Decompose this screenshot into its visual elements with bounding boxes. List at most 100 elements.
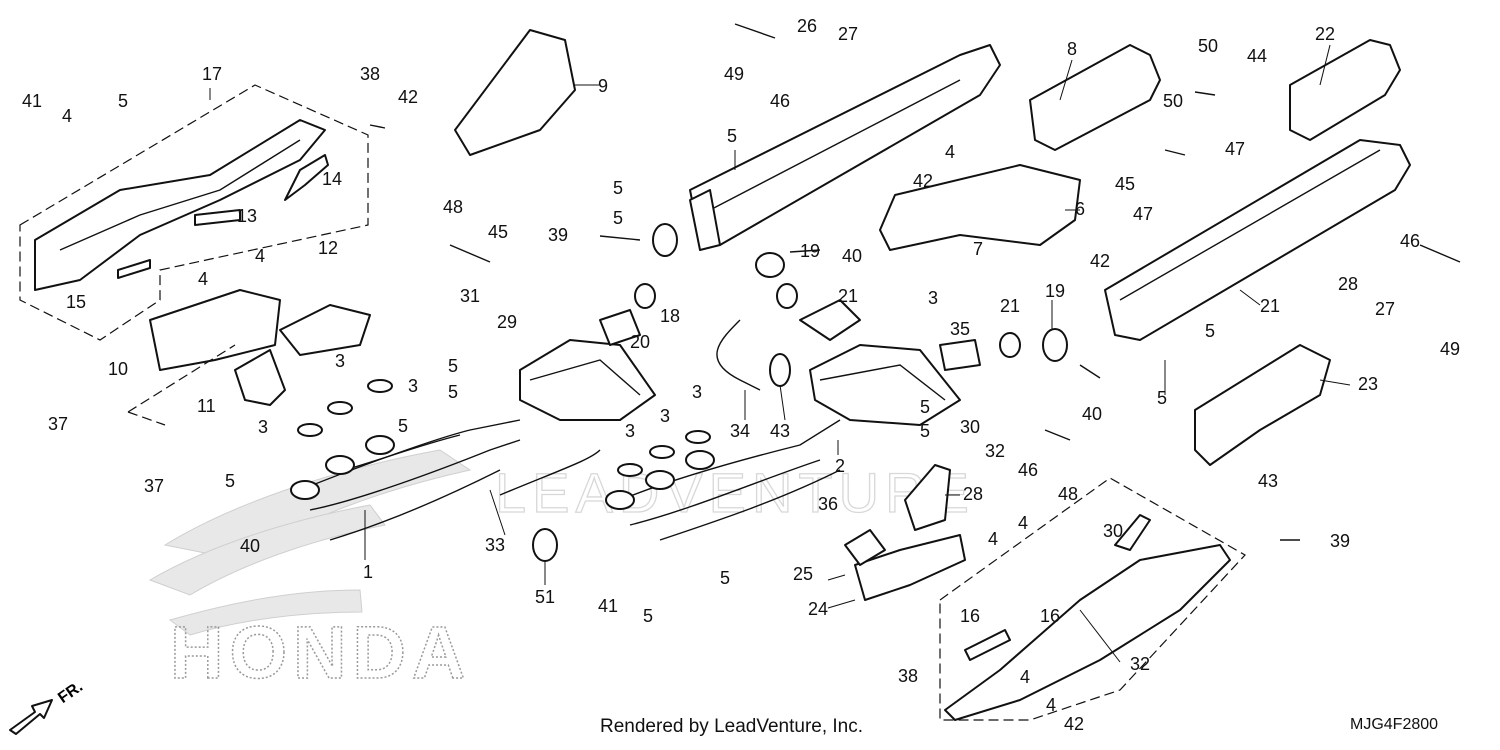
callout-label: 4 xyxy=(1046,695,1056,715)
callout-label: 46 xyxy=(1400,231,1420,251)
callout-label: 4 xyxy=(1020,667,1030,687)
callout-label: 7 xyxy=(973,239,983,259)
callout-label: 5 xyxy=(920,421,930,441)
callout-label: 5 xyxy=(1205,321,1215,341)
callout-label: 3 xyxy=(928,288,938,308)
callout-label: 37 xyxy=(48,414,68,434)
callout-label: 40 xyxy=(1082,404,1102,424)
callout-labels: 1 2 3 3 3 3 3 3 3 4 4 4 4 4 4 4 4 5 5 5 … xyxy=(22,16,1460,734)
callout-label: 49 xyxy=(724,64,744,84)
callout-label: 23 xyxy=(1358,374,1378,394)
callout-label: 29 xyxy=(497,312,517,332)
callout-label: 21 xyxy=(838,286,858,306)
callout-label: 5 xyxy=(225,471,235,491)
callout-label: 17 xyxy=(202,64,222,84)
honda-watermark-text: HONDA xyxy=(170,611,471,694)
callout-label: 38 xyxy=(360,64,380,84)
callout-label: 10 xyxy=(108,359,128,379)
callout-label: 4 xyxy=(198,269,208,289)
callout-label: 50 xyxy=(1198,36,1218,56)
callout-label: 49 xyxy=(1440,339,1460,359)
callout-label: 37 xyxy=(144,476,164,496)
callout-label: 45 xyxy=(1115,174,1135,194)
callout-label: 47 xyxy=(1133,204,1153,224)
callout-label: 47 xyxy=(1225,139,1245,159)
callout-label: 12 xyxy=(318,238,338,258)
callout-label: 11 xyxy=(197,396,216,416)
callout-label: 30 xyxy=(960,417,980,437)
callout-label: 21 xyxy=(1000,296,1020,316)
callout-label: 39 xyxy=(1330,531,1350,551)
leader-lines xyxy=(209,44,1351,663)
callout-label: 32 xyxy=(1130,654,1150,674)
callout-label: 44 xyxy=(1247,46,1267,66)
callout-label: 46 xyxy=(770,91,790,111)
callout-label: 5 xyxy=(720,568,730,588)
callout-label: 4 xyxy=(945,142,955,162)
callout-label: 48 xyxy=(1058,484,1078,504)
callout-label: 16 xyxy=(960,606,980,626)
callout-label: 9 xyxy=(598,76,608,96)
callout-label: 34 xyxy=(730,421,750,441)
callout-label: 42 xyxy=(398,87,418,107)
callout-label: 46 xyxy=(1018,460,1038,480)
diagram-code: MJG4F2800 xyxy=(1350,716,1439,733)
callout-label: 43 xyxy=(770,421,790,441)
callout-label: 4 xyxy=(255,246,265,266)
callout-label: 45 xyxy=(488,222,508,242)
callout-label: 25 xyxy=(793,564,813,584)
callout-label: 27 xyxy=(1375,299,1395,319)
callout-label: 18 xyxy=(660,306,680,326)
callout-label: 28 xyxy=(963,484,983,504)
callout-label: 42 xyxy=(913,171,933,191)
callout-label: 4 xyxy=(1018,513,1028,533)
callout-label: 33 xyxy=(485,535,505,555)
callout-label: 4 xyxy=(62,106,72,126)
callout-label: 3 xyxy=(335,351,345,371)
callout-label: 48 xyxy=(443,197,463,217)
callout-label: 3 xyxy=(258,417,268,437)
callout-label: 5 xyxy=(727,126,737,146)
callout-label: 26 xyxy=(797,16,817,36)
callout-label: 38 xyxy=(898,666,918,686)
callout-label: 22 xyxy=(1315,24,1335,44)
callout-label: 3 xyxy=(660,406,670,426)
callout-label: 30 xyxy=(1103,521,1123,541)
callout-label: 8 xyxy=(1067,39,1077,59)
honda-wing-watermark xyxy=(148,449,472,636)
callout-label: 31 xyxy=(460,286,480,306)
callout-label: 5 xyxy=(448,382,458,402)
callout-label: 19 xyxy=(800,241,820,261)
callout-label: 5 xyxy=(118,91,128,111)
callout-label: 13 xyxy=(237,206,257,226)
callout-label: 5 xyxy=(448,356,458,376)
callout-label: 36 xyxy=(818,494,838,514)
callout-label: 50 xyxy=(1163,91,1183,111)
callout-label: 39 xyxy=(548,225,568,245)
callout-label: 21 xyxy=(1260,296,1280,316)
callout-label: 19 xyxy=(1045,281,1065,301)
callout-label: 40 xyxy=(240,536,260,556)
callout-label: 40 xyxy=(842,246,862,266)
callout-label: 28 xyxy=(1338,274,1358,294)
callout-label: 5 xyxy=(398,416,408,436)
callout-label: 5 xyxy=(643,606,653,626)
callout-label: 2 xyxy=(835,456,845,476)
callout-label: 16 xyxy=(1040,606,1060,626)
callout-label: 43 xyxy=(1258,471,1278,491)
callout-label: 41 xyxy=(598,596,618,616)
callout-label: 24 xyxy=(808,599,828,619)
callout-label: 3 xyxy=(692,382,702,402)
callout-label: 5 xyxy=(613,178,623,198)
callout-label: 6 xyxy=(1075,199,1085,219)
callout-label: 27 xyxy=(838,24,858,44)
callout-label: 32 xyxy=(985,441,1005,461)
callout-label: 51 xyxy=(535,587,555,607)
callout-label: 42 xyxy=(1090,251,1110,271)
callout-label: 35 xyxy=(950,319,970,339)
callout-label: 15 xyxy=(66,292,86,312)
callout-label: 1 xyxy=(363,562,373,582)
callout-label: 4 xyxy=(988,529,998,549)
callout-label: 41 xyxy=(22,91,42,111)
